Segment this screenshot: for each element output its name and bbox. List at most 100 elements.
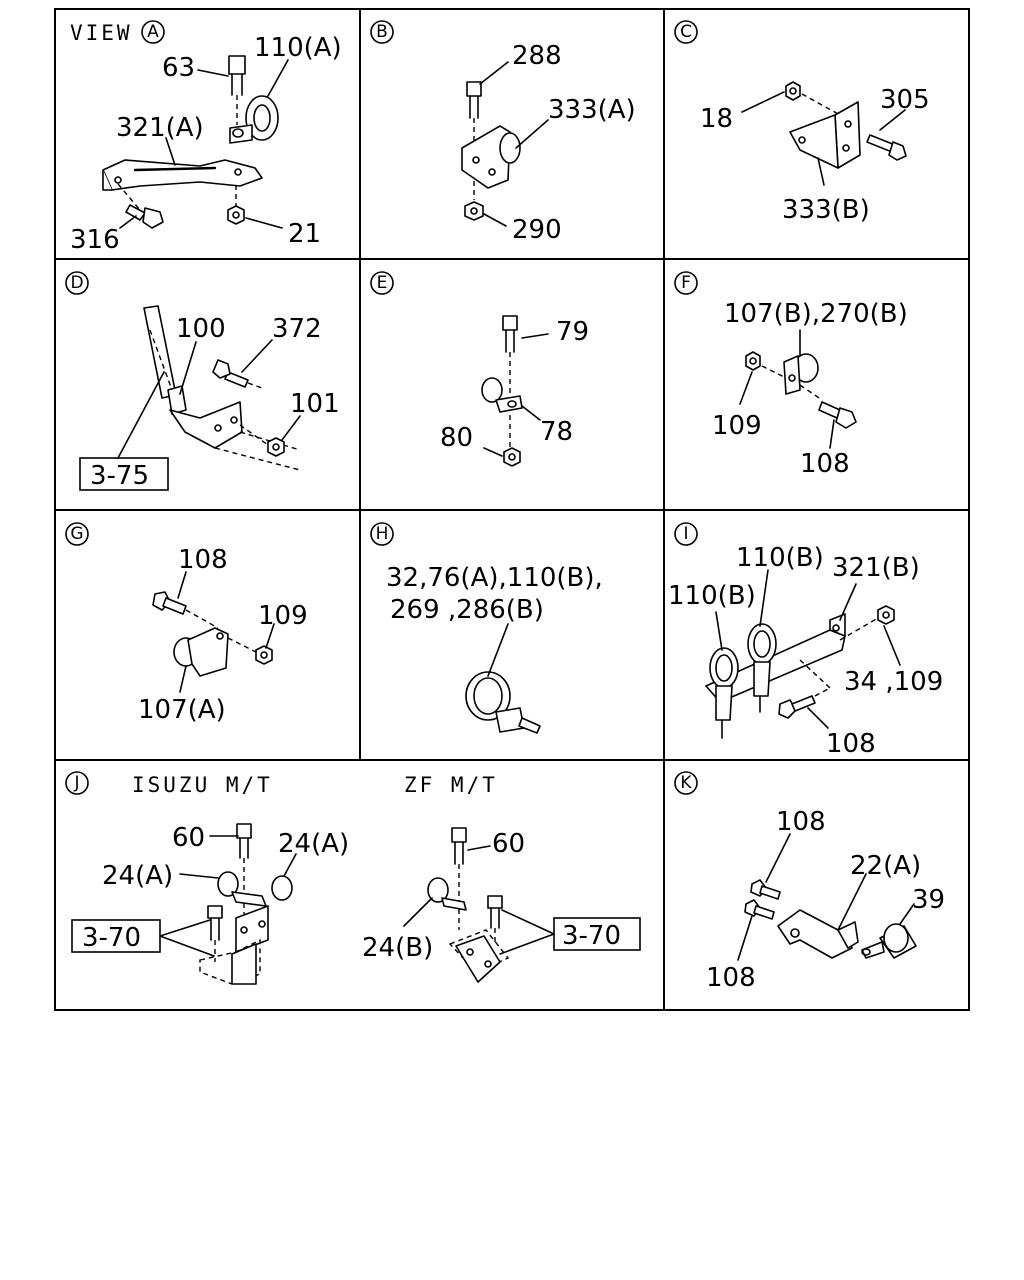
leader-18 xyxy=(741,91,785,113)
nut-290 xyxy=(464,201,484,221)
panel-k-letter: K xyxy=(680,773,692,793)
leader-24b xyxy=(403,897,433,927)
leader-321b xyxy=(839,583,857,621)
leader-110a xyxy=(267,59,289,97)
bolt-108-f xyxy=(799,384,857,429)
leader-321a xyxy=(165,137,176,166)
leader-79 xyxy=(521,333,549,339)
label-h-line1: 32,76(A),110(B), xyxy=(386,563,603,593)
label-60-right: 60 xyxy=(492,829,525,859)
label-3-70-right: 3-70 xyxy=(562,921,621,951)
bolt-108-i xyxy=(778,659,831,719)
panel-c-letter: C xyxy=(680,22,692,42)
label-108-i: 108 xyxy=(826,729,876,759)
panel-a: VIEW A xyxy=(70,20,342,255)
label-34-109: 34 ,109 xyxy=(844,667,943,697)
leader-101 xyxy=(281,415,301,441)
leader-24a-right xyxy=(283,853,297,877)
label-24a-left: 24(A) xyxy=(102,861,173,891)
bracket-22a xyxy=(777,909,859,959)
leader-110b-left xyxy=(715,611,723,651)
label-108-f: 108 xyxy=(800,449,850,479)
panel-f-letter: F xyxy=(681,273,691,293)
leader-60-right xyxy=(467,845,491,851)
frame-line-d1 xyxy=(214,447,301,471)
label-110a: 110(A) xyxy=(254,33,342,63)
leader-78 xyxy=(521,405,541,421)
nut-34-109 xyxy=(839,605,895,641)
leader-333b xyxy=(817,157,825,186)
bolt-108-k-bottom xyxy=(744,899,775,920)
label-290: 290 xyxy=(512,215,562,245)
panel-h-marker xyxy=(370,522,394,546)
panel-d-letter: D xyxy=(70,273,83,293)
panel-i-letter: I xyxy=(683,524,688,544)
label-60-left: 60 xyxy=(172,823,205,853)
leader-3-70-right-a xyxy=(501,909,555,935)
leader-3-75 xyxy=(117,371,165,459)
leader-372 xyxy=(241,339,273,373)
ref-box-3-70-left xyxy=(71,919,161,953)
label-24a-right: 24(A) xyxy=(278,829,349,859)
nut-109-f xyxy=(745,351,761,371)
label-79: 79 xyxy=(556,317,589,347)
panel-d-marker xyxy=(65,271,89,295)
isuzu-title: ISUZU M/T xyxy=(132,773,273,797)
nut-109-g xyxy=(227,637,273,665)
leader-34-109 xyxy=(883,625,901,666)
hose-clamp-h xyxy=(465,671,541,734)
panel-g-letter: G xyxy=(70,524,83,544)
nut-21 xyxy=(227,185,245,225)
panel-b-letter: B xyxy=(376,22,388,42)
bracket-321a xyxy=(102,159,263,191)
panel-a-letter: A xyxy=(147,22,159,42)
label-21: 21 xyxy=(288,219,321,249)
clip-110b-left xyxy=(709,647,739,739)
isuzu-assembly xyxy=(199,823,293,985)
clip-107a xyxy=(173,627,229,677)
panel-j: J ISUZU M/T ZF M/T 60 24(A) xyxy=(65,771,641,985)
axis-f xyxy=(761,365,787,379)
zf-assembly xyxy=(427,827,510,983)
bolt-372 xyxy=(212,359,263,389)
label-333a: 333(A) xyxy=(548,95,636,125)
leader-h xyxy=(487,623,509,677)
label-39: 39 xyxy=(912,885,945,915)
panel-e-letter: E xyxy=(377,273,388,293)
label-78: 78 xyxy=(540,417,573,447)
panel-h-letter: H xyxy=(376,524,389,544)
label-108-k-top: 108 xyxy=(776,807,826,837)
bolt-79 xyxy=(502,315,518,455)
panel-f-marker xyxy=(674,271,698,295)
bracket-333b xyxy=(789,101,861,169)
panel-h: H 32,76(A),110(B), 269 ,286(B) xyxy=(370,522,603,734)
leader-288 xyxy=(479,61,509,85)
panel-i-marker xyxy=(674,522,698,546)
nut-101 xyxy=(239,424,285,457)
label-h-line2: 269 ,286(B) xyxy=(390,595,544,625)
clip-110b-right xyxy=(747,623,777,713)
label-107b-270b: 107(B),270(B) xyxy=(724,299,908,329)
clamp-39 xyxy=(861,923,917,959)
panel-f: F 107(B),270(B) 109 108 xyxy=(674,271,908,479)
clip-78 xyxy=(481,377,523,413)
label-108-g: 108 xyxy=(178,545,228,575)
label-321a: 321(A) xyxy=(116,113,204,143)
leader-108-i xyxy=(807,707,829,729)
label-80: 80 xyxy=(440,423,473,453)
panel-a-marker xyxy=(141,20,165,44)
label-109-g: 109 xyxy=(258,601,308,631)
label-108-k-bottom: 108 xyxy=(706,963,756,993)
leader-108-k-top xyxy=(765,833,791,883)
leader-108-f xyxy=(829,419,835,449)
ref-box-3-75 xyxy=(79,457,169,491)
bolt-108-k-top xyxy=(750,879,781,900)
bolt-63 xyxy=(228,55,246,125)
panel-b-marker xyxy=(370,20,394,44)
label-288: 288 xyxy=(512,41,562,71)
label-22a: 22(A) xyxy=(850,851,921,881)
pipe-d xyxy=(143,305,177,399)
panel-c: C 18 305 333(B) xyxy=(674,20,930,225)
panel-e: E 79 78 80 xyxy=(370,271,589,467)
label-101: 101 xyxy=(290,389,340,419)
